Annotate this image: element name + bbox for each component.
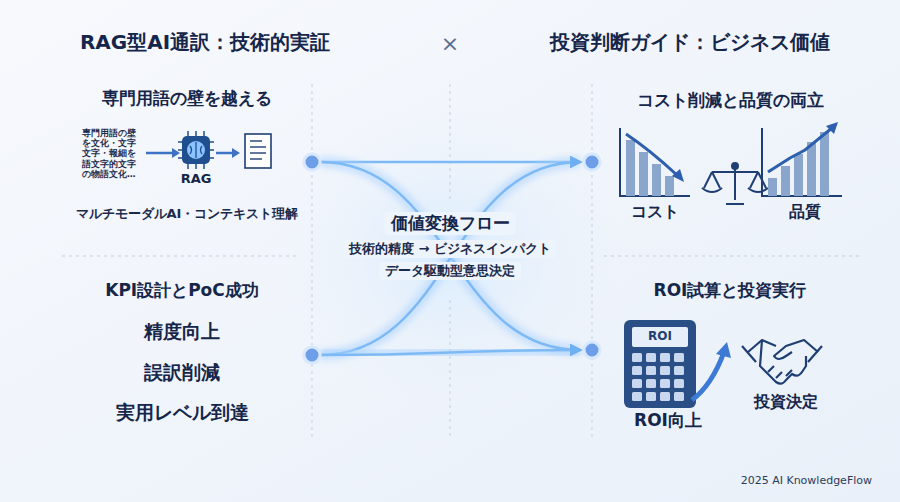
cost-chart	[620, 128, 690, 196]
flow-connector	[320, 350, 580, 355]
calculator-key	[646, 392, 656, 401]
calculator-key	[674, 353, 684, 362]
handshake	[742, 340, 822, 384]
panel-item: 誤訳削減	[52, 361, 312, 385]
diagram-label: 品質	[789, 202, 821, 222]
quadrant-panel: ROI試算と投資実行	[592, 270, 868, 430]
flow-port	[304, 154, 320, 170]
calculator-key	[674, 366, 684, 375]
calculator	[624, 320, 731, 408]
calculator-key	[674, 379, 684, 388]
calculator-key	[632, 366, 642, 375]
source-text-sample: 専門用語の壁 を文化・文字 文字・報細を 語文字的文字 の物語文化…	[82, 128, 144, 179]
quadrant-panel: KPI設計とPoC成功精度向上誤訳削減実用レベル到達	[52, 270, 312, 440]
flow-glow	[320, 162, 580, 355]
calculator-key	[660, 366, 670, 375]
flow-port	[304, 154, 320, 170]
diagram-label: 技術的精度 → ビジネスインパクト	[343, 240, 557, 258]
calculator-key	[660, 353, 670, 362]
flow-port	[584, 154, 600, 170]
diagram-label: データ駆動型意思決定	[379, 262, 521, 280]
flow-line	[320, 350, 580, 355]
panel-item: 実用レベル到達	[52, 401, 312, 425]
flow-port	[584, 154, 600, 170]
calculator-key	[646, 379, 656, 388]
flow-glow	[320, 350, 580, 355]
flow-port	[304, 347, 320, 363]
calculator-key	[646, 353, 656, 362]
panel-heading: コスト削減と品質の両立	[592, 90, 868, 111]
panel-heading: ROI試算と投資実行	[592, 280, 868, 301]
diagram-label: 価値変換フロー	[385, 212, 516, 235]
panel-heading: 専門用語の壁を越える	[62, 88, 312, 109]
calculator-key	[660, 392, 670, 401]
flow-connector	[320, 162, 580, 355]
flow-glow	[320, 162, 580, 350]
flow-port	[584, 342, 600, 358]
diagram-label: ROI	[648, 329, 672, 344]
rag-illustration	[146, 131, 271, 169]
diagram-label: ROI向上	[634, 410, 702, 431]
calculator-key	[646, 366, 656, 375]
diagram-label: RAG	[181, 171, 212, 187]
flow-line	[320, 162, 580, 355]
panel-item: 精度向上	[52, 320, 312, 344]
page-title: RAG型AI通訳：技術的実証	[80, 30, 330, 55]
panel-item: マルチモーダルAI・コンテキスト理解	[62, 206, 312, 222]
calculator-key	[632, 379, 642, 388]
diagram-label: 投資決定	[754, 392, 818, 412]
flow-line	[320, 162, 580, 350]
flow-connector	[320, 162, 580, 350]
calculator-key	[660, 379, 670, 388]
diagram-label: ×	[441, 30, 459, 58]
calculator-key	[632, 353, 642, 362]
flow-port	[304, 347, 320, 363]
diagram-label: コスト	[631, 202, 679, 222]
divider-lines	[62, 84, 860, 440]
diagram-label: 投資判断ガイド：ビジネス価値	[550, 30, 830, 55]
calculator-key	[674, 392, 684, 401]
calculator-key	[632, 392, 642, 401]
watermark: 2025 AI KnowledgeFlow	[741, 474, 872, 488]
flow-port	[584, 342, 600, 358]
balance-scale	[702, 163, 768, 204]
quality-chart	[762, 122, 842, 196]
panel-heading: KPI設計とPoC成功	[52, 280, 312, 301]
